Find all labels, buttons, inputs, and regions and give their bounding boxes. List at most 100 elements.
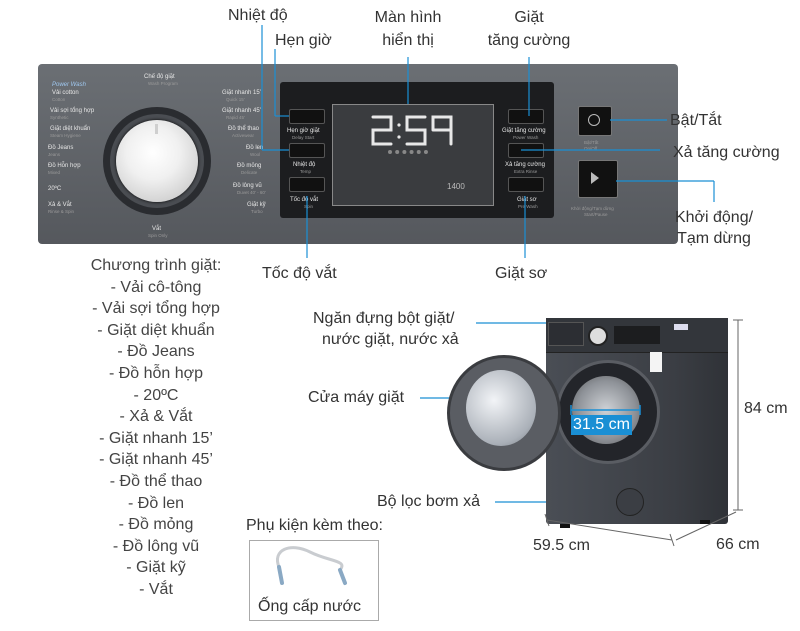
callout-start-1: Khởi động/ bbox=[674, 209, 754, 226]
energy-label bbox=[650, 352, 662, 372]
temperature-sub: Temp bbox=[300, 169, 312, 174]
callout-prewash: Giặt sơ bbox=[495, 265, 548, 282]
callout-power: Bật/Tắt bbox=[670, 112, 722, 129]
program-item: - 20ºC bbox=[133, 386, 179, 404]
program-item: - Vắt bbox=[139, 581, 173, 598]
dial-program-sub: Activewear bbox=[232, 133, 255, 138]
dial-bottom-sub: Spin Only bbox=[148, 233, 168, 238]
callout-detergent-2: nước giặt, nước xả bbox=[322, 331, 459, 348]
callout-display-1: Màn hình bbox=[374, 9, 442, 26]
start-pause-sub: Start/Pause bbox=[584, 212, 608, 217]
dial-program-sub: Duvet 40’ - 60’ bbox=[237, 190, 266, 195]
delay-start-button[interactable] bbox=[289, 109, 325, 124]
dial-top-sub: Wash Program bbox=[148, 81, 178, 86]
program-item: - Đồ thể thao bbox=[109, 473, 203, 490]
spin-button[interactable] bbox=[289, 177, 325, 192]
extra-rinse-label: Xả tăng cường bbox=[505, 162, 545, 168]
extra-rinse-button[interactable] bbox=[508, 143, 544, 158]
machine-display bbox=[614, 326, 660, 344]
program-list-title: Chương trình giặt: bbox=[90, 257, 222, 274]
dial-program-sub: Quick 15’ bbox=[226, 97, 245, 102]
program-item: - Giặt kỹ bbox=[126, 559, 186, 577]
dial-program-label: Giặt nhanh 45’ bbox=[222, 108, 262, 114]
dial-program-sub: Rapid 45’ bbox=[226, 115, 246, 120]
dial-program-label: Giặt diệt khuẩn bbox=[50, 126, 91, 132]
program-item: - Giặt diệt khuẩn bbox=[97, 321, 215, 339]
dial-program-label: Đồ mỏng bbox=[237, 163, 262, 169]
accessory-box bbox=[249, 540, 379, 621]
program-item: - Đồ Jeans bbox=[117, 343, 195, 361]
dial-program-label: Giặt kỹ bbox=[247, 202, 266, 208]
spin-sub: Spin bbox=[304, 204, 314, 209]
dial-program-sub: Turbo bbox=[251, 209, 263, 214]
dial-program-sub: Steam Hygiene bbox=[50, 133, 81, 138]
delay-start-label: Hẹn giờ giặt bbox=[287, 128, 320, 134]
dial-program-sub: Rinse & Spin bbox=[48, 209, 75, 214]
machine-legs bbox=[560, 524, 570, 528]
dial-pointer bbox=[155, 124, 158, 134]
callout-extra-rinse: Xả tăng cường bbox=[673, 144, 780, 161]
accessory-hose-label: Ống cấp nước bbox=[258, 598, 362, 615]
prewash-button[interactable] bbox=[508, 177, 544, 192]
dial-program-sub: Delicate bbox=[241, 170, 258, 175]
prewash-sub: Pre Wash bbox=[518, 204, 538, 209]
dial-program-sub: Mixed bbox=[48, 170, 61, 175]
dial-bottom-label: Vắt bbox=[152, 226, 162, 232]
power-sub: On/Off bbox=[584, 146, 598, 151]
machine-legs-right bbox=[700, 520, 710, 524]
prewash-label: Giặt sơ bbox=[517, 197, 537, 203]
door-diameter-label: 31.5 cm bbox=[571, 415, 632, 435]
detergent-drawer bbox=[548, 322, 584, 346]
callout-display-2: hiển thị bbox=[382, 32, 434, 49]
start-pause-label: Khởi động/Tạm dừng bbox=[571, 206, 614, 211]
display-spin-value: 1400 bbox=[447, 182, 465, 191]
program-item: - Vải cô-tông bbox=[110, 278, 202, 296]
power-wash-logo: Power Wash bbox=[52, 82, 86, 88]
temperature-label: Nhiệt độ bbox=[293, 162, 316, 168]
delay-start-sub: Delay Start bbox=[292, 135, 315, 140]
dial-program-label: Vải cotton bbox=[52, 90, 79, 96]
power-wash-button[interactable] bbox=[508, 109, 544, 124]
callout-intensive-2: tăng cường bbox=[487, 32, 571, 49]
program-item: - Giặt nhanh 45’ bbox=[99, 451, 213, 469]
callout-intensive-1: Giặt bbox=[514, 9, 544, 26]
program-item: - Giặt nhanh 15’ bbox=[99, 429, 213, 447]
program-item: - Vải sợi tổng hợp bbox=[92, 300, 220, 318]
program-item: - Đồ lông vũ bbox=[112, 537, 200, 555]
callout-start-2: Tạm dừng bbox=[677, 230, 751, 247]
dial-program-label: Đồ thể thao bbox=[228, 126, 260, 132]
width-dimension: 59.5 cm bbox=[533, 537, 590, 554]
dial-program-sub: Synthetic bbox=[50, 115, 69, 120]
dial-program-label: Đồ lông vũ bbox=[233, 183, 262, 189]
dial-program-sub: Wool bbox=[250, 152, 261, 157]
dial-program-label: Vải sợi tổng hợp bbox=[50, 108, 95, 114]
power-icon bbox=[588, 114, 600, 126]
callout-detergent-1: Ngăn đựng bột giặt/ bbox=[313, 310, 455, 327]
extra-rinse-sub: Extra Rinse bbox=[514, 169, 538, 174]
power-wash-label: Giặt tăng cường bbox=[502, 128, 546, 134]
callout-temperature: Nhiệt độ bbox=[228, 7, 288, 24]
dial-top-label: Chế độ giặt bbox=[144, 74, 175, 80]
start-pause-button[interactable] bbox=[578, 160, 618, 198]
program-item: - Xả & Vắt bbox=[119, 408, 193, 426]
callout-door: Cửa máy giặt bbox=[308, 389, 405, 406]
height-dimension: 84 cm bbox=[744, 400, 788, 417]
dial-program-label: Xả & Vắt bbox=[48, 202, 72, 208]
program-item: - Đồ len bbox=[127, 494, 185, 512]
program-item: - Đồ mỏng bbox=[118, 516, 194, 534]
machine-dial bbox=[588, 326, 608, 346]
callout-timer: Hẹn giờ bbox=[275, 32, 332, 49]
play-pause-icon bbox=[591, 172, 599, 184]
dial-program-label: Đồ len bbox=[246, 145, 264, 151]
callout-pump-filter: Bộ lọc bơm xả bbox=[377, 493, 480, 510]
power-label: Bật/Tắt bbox=[584, 140, 599, 145]
display-icons bbox=[388, 150, 428, 160]
pump-filter-cover bbox=[616, 488, 644, 516]
dial-program-label: 20ºC bbox=[48, 186, 62, 192]
dial-program-label: Giặt nhanh 15’ bbox=[222, 90, 262, 96]
temperature-button[interactable] bbox=[289, 143, 325, 158]
spin-label: Tốc độ vắt bbox=[290, 197, 319, 203]
door-glass bbox=[466, 370, 536, 446]
dial-program-label: Đồ Hỗn hợp bbox=[48, 163, 81, 169]
dial-program-label: Đồ Jeans bbox=[48, 145, 74, 151]
